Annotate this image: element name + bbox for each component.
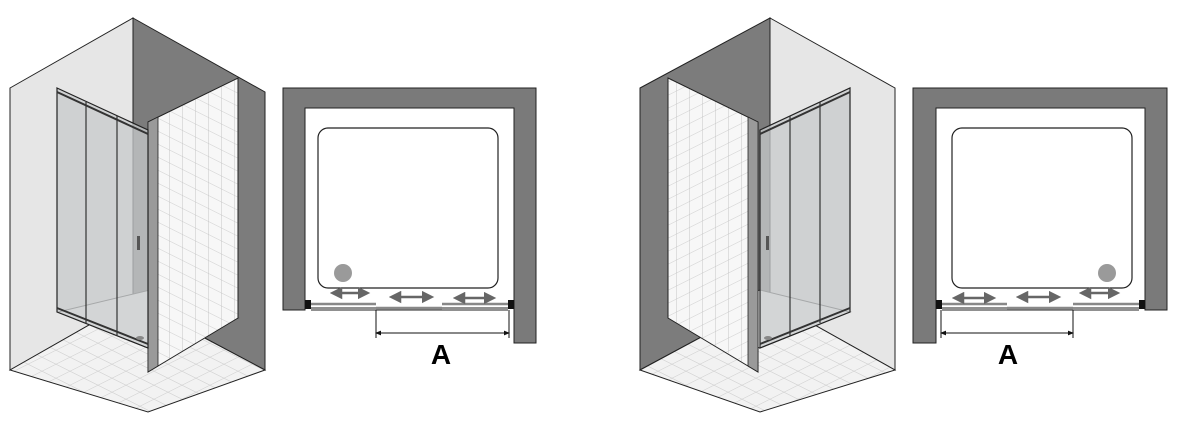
left-post	[305, 300, 311, 309]
right-plan-view: A	[912, 87, 1168, 370]
right-post	[508, 300, 514, 309]
left-isometric-view	[8, 17, 267, 413]
bottom-rail	[56, 307, 149, 345]
circle-drain-icon	[334, 264, 352, 282]
wall-edge	[747, 116, 759, 373]
dimension-label: A	[431, 339, 451, 370]
right-post	[1139, 300, 1145, 309]
circle-drain-icon	[1098, 264, 1116, 282]
wall-edge	[147, 116, 159, 373]
drain-icon	[136, 336, 144, 340]
drain-icon	[764, 336, 772, 340]
plan-tray-outline	[317, 127, 499, 289]
door-handle	[137, 236, 140, 250]
plan-tray-outline	[951, 127, 1133, 289]
top-rail	[56, 91, 149, 135]
glass-door	[56, 87, 149, 349]
left-post	[936, 300, 942, 309]
dimension-label: A	[998, 339, 1018, 370]
door-handle	[766, 236, 769, 250]
bottom-rail	[759, 307, 851, 345]
right-isometric-view	[638, 17, 897, 413]
top-rail	[759, 91, 851, 135]
left-plan-view: A	[282, 87, 537, 370]
